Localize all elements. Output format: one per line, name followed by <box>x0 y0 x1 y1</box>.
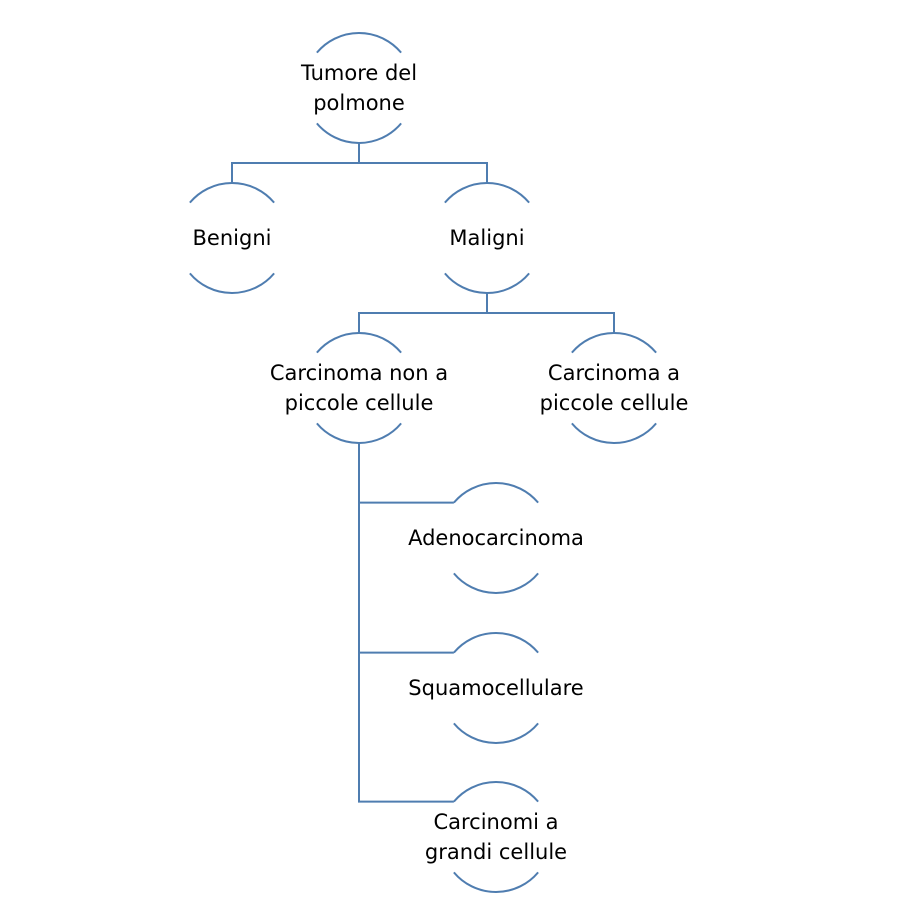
connector-root-to-benigni <box>231 143 360 183</box>
node-carcinoma-non-piccole-cellule[interactable]: Carcinoma non a piccole cellule <box>270 358 448 418</box>
node-adeno-line-1: Adenocarcinoma <box>408 526 584 550</box>
connector-nsclc-to-adeno <box>358 443 454 504</box>
node-arc-bottom-benigni <box>189 272 275 294</box>
node-maligni-line-1: Maligni <box>449 226 525 250</box>
node-arcs <box>189 32 657 893</box>
node-root-line-1: Tumore del <box>300 61 418 85</box>
node-arc-top-root <box>316 32 402 54</box>
node-arc-top-maligni <box>444 182 530 204</box>
node-arc-top-adeno <box>453 482 539 504</box>
connector-maligni-to-sclc <box>486 293 615 333</box>
node-carcinoma-piccole-cellule[interactable]: Carcinoma a piccole cellule <box>540 358 689 418</box>
node-squamocellulare[interactable]: Squamocellulare <box>408 673 583 703</box>
node-arc-bottom-large <box>453 871 539 893</box>
node-arc-bottom-sclc <box>571 422 657 444</box>
node-benigni[interactable]: Benigni <box>193 223 272 253</box>
node-arc-top-squamo <box>453 632 539 654</box>
node-sclc-line-1: Carcinoma a <box>547 361 681 385</box>
node-root[interactable]: Tumore del polmone <box>301 58 417 118</box>
connector-nsclc-to-large <box>358 443 454 803</box>
node-squamo-line-1: Squamocellulare <box>408 676 584 700</box>
node-arc-top-benigni <box>189 182 275 204</box>
node-arc-bottom-adeno <box>453 572 539 594</box>
node-arc-bottom-squamo <box>453 722 539 744</box>
node-arc-top-sclc <box>571 332 657 354</box>
node-root-line-2: polmone <box>313 91 405 115</box>
connector-maligni-to-nsclc <box>358 293 488 333</box>
node-maligni[interactable]: Maligni <box>449 223 524 253</box>
node-nsclc-line-2: piccole cellule <box>284 391 434 415</box>
node-arc-bottom-root <box>316 122 402 144</box>
connector-root-to-maligni <box>358 143 488 183</box>
node-sclc-line-2: piccole cellule <box>539 391 689 415</box>
node-nsclc-line-1: Carcinoma non a <box>269 361 449 385</box>
node-arc-bottom-maligni <box>444 272 530 294</box>
connector-lines <box>231 143 615 803</box>
node-arc-bottom-nsclc <box>316 422 402 444</box>
node-adenocarcinoma[interactable]: Adenocarcinoma <box>408 523 584 553</box>
node-arc-top-nsclc <box>316 332 402 354</box>
node-large-line-1: Carcinomi a <box>433 810 559 834</box>
node-large-line-2: grandi cellule <box>424 840 568 864</box>
node-carcinomi-grandi-cellule[interactable]: Carcinomi a grandi cellule <box>425 807 567 867</box>
node-arc-top-large <box>453 781 539 803</box>
node-benigni-line-1: Benigni <box>192 226 272 250</box>
